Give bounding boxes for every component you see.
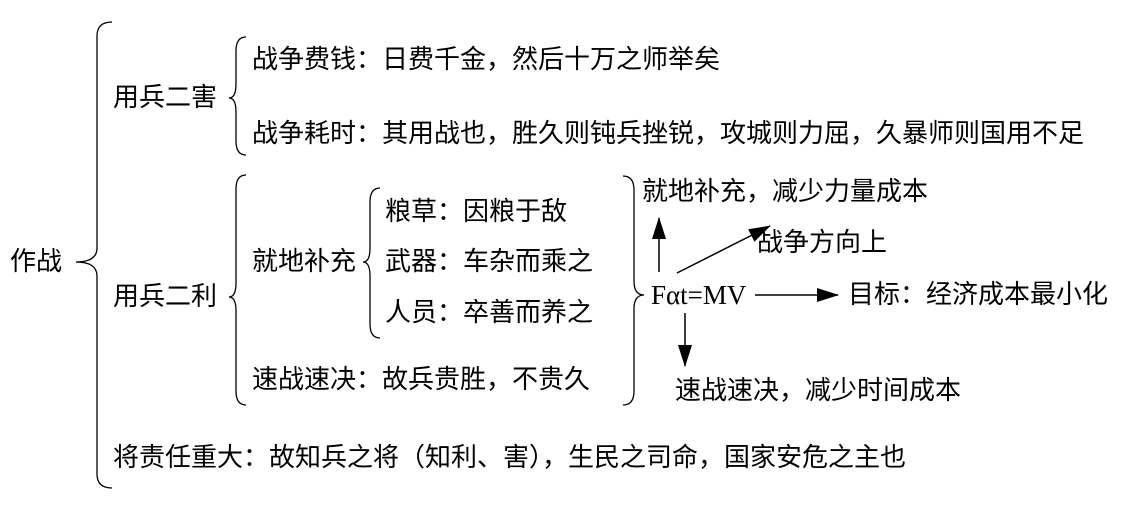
local-supply-item: 粮草：因粮于敌 — [385, 197, 568, 227]
benefits-label: 用兵二利 — [113, 282, 218, 312]
harm-item: 战争耗时：其用战也，胜久则钝兵挫锐，攻城则力屈，久暴师则国用不足 — [252, 119, 1085, 149]
local-supply-label: 就地补充 — [252, 247, 357, 277]
local-supply-item: 人员：卒善而养之 — [385, 298, 594, 328]
general-item: 将责任重大：故知兵之将（知利、害），生民之司命，国家安危之主也 — [113, 443, 907, 473]
harms-label: 用兵二害 — [113, 83, 218, 113]
root-label: 作战 — [10, 247, 63, 277]
formula-equation: Fαt=MV — [651, 280, 747, 310]
benefits-brace — [228, 174, 247, 406]
harm-item: 战争费钱：日费千金，然后十万之师举矣 — [252, 45, 721, 75]
formula-diagonal-text: 战争方向上 — [757, 228, 888, 258]
formula-brace — [622, 175, 645, 406]
local-supply-item: 武器：车杂而乘之 — [385, 247, 594, 277]
local-supply-brace — [362, 187, 381, 339]
harms-brace — [228, 36, 247, 156]
root-brace — [75, 21, 113, 489]
formula-right-text: 目标：经济成本最小化 — [848, 280, 1109, 310]
arrow-diagonal — [676, 225, 771, 274]
quick-war-item: 速战速决：故兵贵胜，不贵久 — [252, 365, 591, 395]
formula-down-text: 速战速决，减少时间成本 — [675, 376, 962, 406]
formula-up-text: 就地补充，减少力量成本 — [642, 177, 929, 207]
